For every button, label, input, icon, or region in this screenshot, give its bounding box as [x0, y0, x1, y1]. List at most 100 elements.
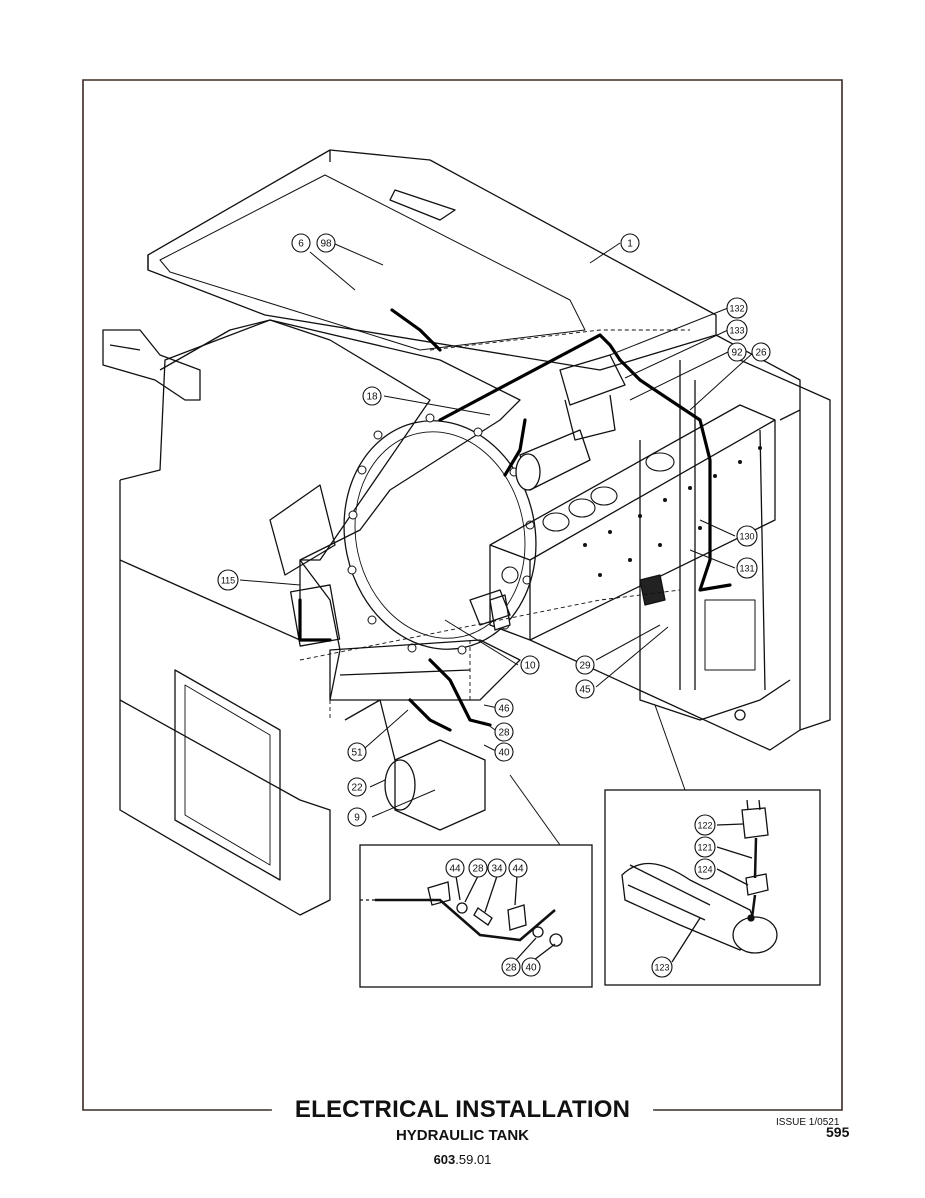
callout-circle	[494, 742, 514, 762]
callout-45: 45	[575, 679, 595, 699]
callout-label: 44	[449, 864, 461, 875]
callout-circle	[445, 858, 465, 878]
callout-18: 18	[362, 386, 382, 406]
callout-34: 34	[487, 858, 507, 878]
callout-label: 45	[579, 685, 591, 696]
document-number-suffix: .59.01	[455, 1152, 492, 1167]
callout-circle	[217, 569, 239, 591]
callout-label: 18	[366, 392, 378, 403]
callout-circle	[521, 957, 541, 977]
callout-132: 132	[726, 297, 748, 319]
callout-circle	[487, 858, 507, 878]
callout-circle	[494, 722, 514, 742]
callout-label: 130	[739, 532, 754, 542]
callout-circle	[694, 836, 716, 858]
callout-circle	[751, 342, 771, 362]
callout-label: 22	[351, 783, 363, 794]
callout-115: 115	[217, 569, 239, 591]
page-number: 595	[826, 1124, 850, 1140]
wiring-harness	[298, 308, 732, 732]
callout-131: 131	[736, 557, 758, 579]
callout-label: 46	[498, 704, 510, 715]
callout-label: 40	[498, 748, 510, 759]
callout-label: 133	[729, 326, 744, 336]
callout-26: 26	[751, 342, 771, 362]
callout-circle	[694, 858, 716, 880]
hidden-lines	[299, 329, 690, 720]
callout-circle	[575, 655, 595, 675]
callout-29: 29	[575, 655, 595, 675]
callout-label: 123	[654, 963, 669, 973]
callout-46: 46	[494, 698, 514, 718]
callout-label: 51	[351, 748, 363, 759]
callout-label: 98	[320, 239, 332, 250]
callout-10: 10	[520, 655, 540, 675]
callout-circle	[651, 956, 673, 978]
callout-circle	[736, 525, 758, 547]
callout-circle	[726, 319, 748, 341]
detail-box-right	[604, 789, 821, 986]
callout-label: 34	[491, 864, 503, 875]
callout-label: 115	[221, 576, 235, 586]
callout-circle	[468, 858, 488, 878]
callout-label: 28	[472, 864, 484, 875]
page-border	[82, 79, 843, 1111]
callout-circle	[575, 679, 595, 699]
callout-121: 121	[694, 836, 716, 858]
callout-circle	[316, 233, 336, 253]
callout-label: 9	[354, 813, 360, 824]
callout-40: 40	[494, 742, 514, 762]
detail-box-left	[359, 844, 593, 988]
callout-layer: 1 6 98 132 133 92 26 18 130 131 115 10 29 45 46 28 40 51 2…	[217, 233, 771, 978]
callout-98: 98	[316, 233, 336, 253]
callout-122: 122	[694, 814, 716, 836]
callout-circle	[347, 742, 367, 762]
callout-22: 22	[347, 777, 367, 797]
drawing-subtitle: HYDRAULIC TANK	[395, 1127, 530, 1144]
callout-6: 6	[291, 233, 311, 253]
callout-label: 28	[505, 963, 517, 974]
hydraulic-tank-drawing	[102, 149, 831, 916]
callout-label: 122	[697, 821, 712, 831]
callout-label: 44	[512, 864, 524, 875]
callout-130: 130	[736, 525, 758, 547]
callout-label: 29	[579, 661, 591, 672]
callout-circle	[620, 233, 640, 253]
callout-1: 1	[620, 233, 640, 253]
callout-124: 124	[694, 858, 716, 880]
callout-circle	[501, 957, 521, 977]
callout-28: 28	[468, 858, 488, 878]
callout-circle	[508, 858, 528, 878]
callout-circle	[694, 814, 716, 836]
callout-51: 51	[347, 742, 367, 762]
leader-lines	[239, 242, 755, 846]
callout-label: 121	[697, 843, 712, 853]
callout-28: 28	[501, 957, 521, 977]
callout-label: 1	[627, 239, 633, 250]
callout-label: 131	[739, 564, 754, 574]
callout-label: 132	[729, 304, 744, 314]
callout-circle	[727, 342, 747, 362]
callout-92: 92	[727, 342, 747, 362]
callout-label: 6	[298, 239, 304, 250]
document-number-prefix: 603	[433, 1152, 456, 1167]
callout-circle	[520, 655, 540, 675]
callout-label: 28	[498, 728, 510, 739]
callout-label: 10	[524, 661, 536, 672]
callout-28: 28	[494, 722, 514, 742]
callout-133: 133	[726, 319, 748, 341]
callout-circle	[362, 386, 382, 406]
drawing-title: ELECTRICAL INSTALLATION	[294, 1096, 631, 1123]
issue-label: ISSUE 1/0521	[776, 1117, 840, 1128]
callout-label: 40	[525, 963, 537, 974]
callout-circle	[494, 698, 514, 718]
callout-9: 9	[347, 807, 367, 827]
callout-44: 44	[445, 858, 465, 878]
callout-label: 26	[755, 348, 767, 359]
callout-label: 124	[697, 865, 712, 875]
callout-123: 123	[651, 956, 673, 978]
callout-circle	[347, 777, 367, 797]
callout-label: 92	[731, 348, 743, 359]
callout-circle	[736, 557, 758, 579]
